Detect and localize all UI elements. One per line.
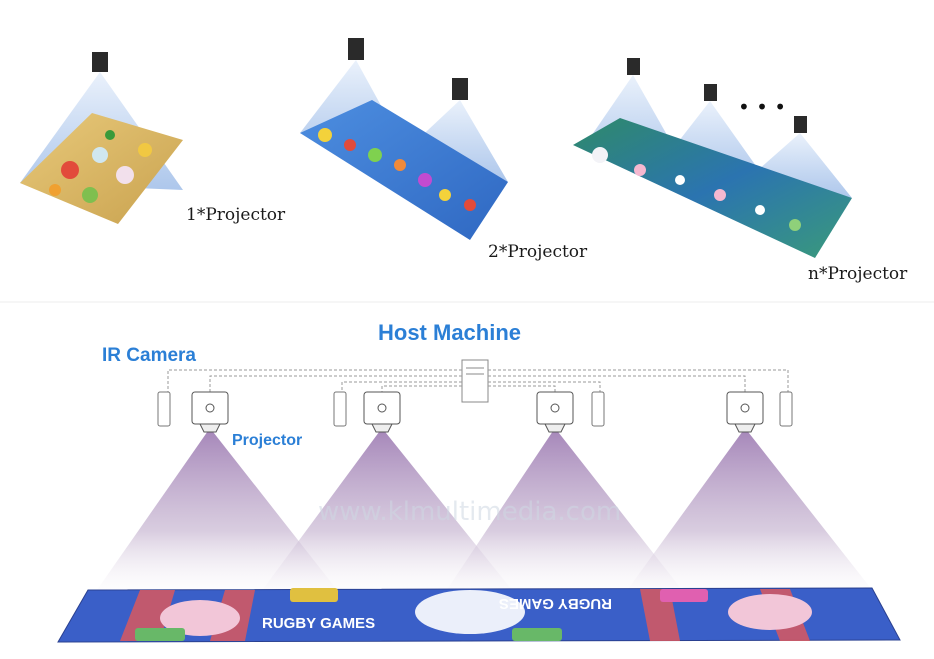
projection-beam: [758, 133, 852, 198]
ir-camera-label: IR Camera: [102, 345, 196, 366]
projector-icon: [363, 391, 401, 433]
projection-beam: [440, 428, 690, 600]
floor-decoration: [318, 128, 476, 211]
ir-camera-icon: [779, 391, 793, 427]
label-one-projector: 1*Projector: [186, 205, 286, 225]
ir-cameras: [157, 391, 793, 427]
ir-camera-icon: [333, 391, 347, 427]
watermark-text: www.klmultimedia.com: [318, 497, 621, 527]
floor-decoration: [49, 130, 152, 203]
projected-floor-sand: [20, 113, 183, 224]
projection-beam: [255, 428, 520, 600]
projector-icon: [704, 84, 717, 101]
single-projector-setup: [20, 52, 183, 224]
projection-beam: [90, 428, 345, 600]
projector-icon: [92, 52, 108, 72]
projector-icon: [536, 391, 574, 433]
projection-beam: [412, 100, 508, 182]
projected-floor-blue: [300, 100, 508, 240]
mat-text-left: RUGBY GAMES: [262, 615, 375, 632]
floor-decoration: [592, 147, 801, 231]
host-machine-title: Host Machine: [378, 320, 521, 345]
projected-floor-pond: [573, 118, 852, 258]
ir-camera-icon: [591, 391, 605, 427]
label-two-projector: 2*Projector: [488, 242, 588, 262]
projector-label: Projector: [232, 432, 302, 449]
dual-projector-setup: [300, 38, 508, 240]
mat-text-right: RUGBY GAMES: [499, 595, 612, 612]
projectors: [191, 391, 764, 433]
cable-wiring: [167, 369, 789, 392]
projected-rugby-mat: RUGBY GAMES RUGBY GAMES: [57, 587, 901, 643]
multi-projector-setup: • • •: [573, 58, 852, 258]
ir-camera-icon: [157, 391, 171, 427]
host-machine-icon: [461, 359, 489, 403]
projector-icon: [452, 78, 468, 100]
projector-icon: [794, 116, 807, 133]
projection-beam: [620, 428, 880, 600]
projector-icon: [627, 58, 640, 75]
more-projectors-dots: • • •: [738, 95, 786, 119]
label-n-projector: n*Projector: [808, 264, 908, 284]
projector-icon: [726, 391, 764, 433]
projector-icon: [191, 391, 229, 433]
projector-icon: [348, 38, 364, 60]
